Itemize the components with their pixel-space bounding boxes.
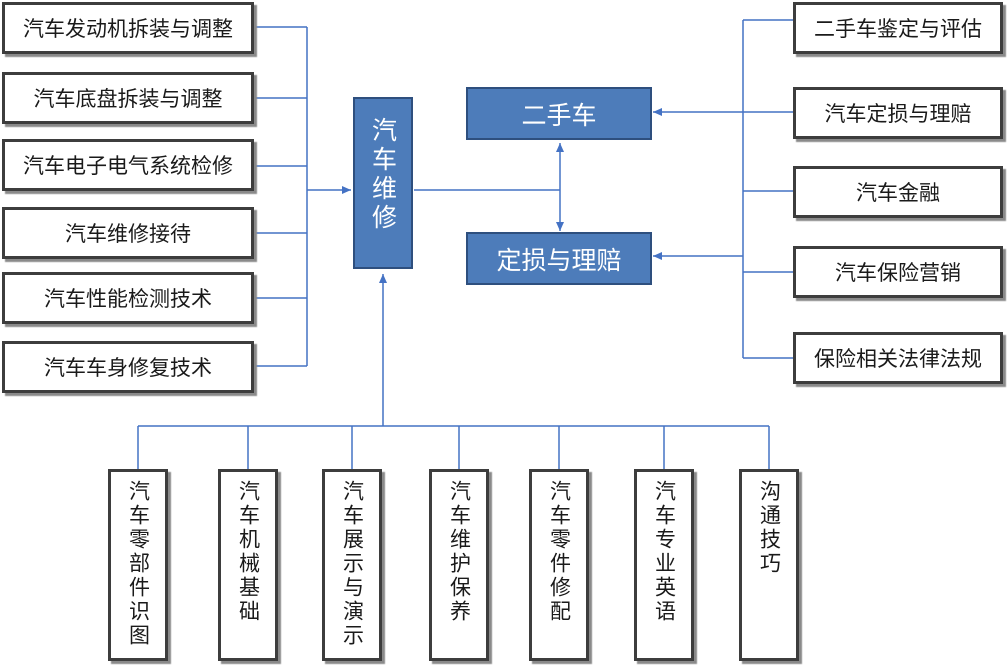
center-node: 汽车维修 [353,97,413,269]
bottom-item-label: 汽车机械基础 [236,480,261,624]
right-item: 汽车金融 [793,166,1003,218]
bottom-item: 汽车展示与演示 [322,469,382,661]
right-item: 保险相关法律法规 [793,332,1003,384]
right-item: 汽车保险营销 [793,246,1003,298]
right-item-label: 汽车定损与理赔 [824,102,972,126]
bottom-item-label: 汽车维护保养 [447,480,472,624]
left-item-label: 汽车电子电气系统检修 [23,154,233,178]
center-node-label: 汽车维修 [368,117,398,233]
bottom-item-label: 汽车零件修配 [547,480,572,624]
bottom-item: 汽车零部件识图 [108,469,168,661]
right-item-label: 二手车鉴定与评估 [814,17,982,41]
right-item-label: 汽车金融 [856,181,940,205]
bottom-item-label: 汽车展示与演示 [340,480,365,648]
left-item: 汽车车身修复技术 [2,341,254,393]
left-item: 汽车电子电气系统检修 [2,139,254,191]
claims-node: 定损与理赔 [466,232,652,285]
used-car-label: 二手车 [521,100,597,130]
left-item-label: 汽车维修接待 [65,222,191,246]
right-item: 二手车鉴定与评估 [793,2,1003,54]
claims-label: 定损与理赔 [496,245,622,275]
bottom-item-label: 汽车专业英语 [652,480,677,624]
bottom-item-label: 汽车零部件识图 [126,480,151,648]
right-item-label: 保险相关法律法规 [814,347,982,371]
right-item-label: 汽车保险营销 [835,261,961,285]
left-item: 汽车底盘拆装与调整 [2,72,254,124]
left-item-label: 汽车底盘拆装与调整 [33,87,223,111]
left-item-label: 汽车车身修复技术 [44,356,212,380]
bottom-item: 汽车专业英语 [634,469,694,661]
bottom-item: 沟通技巧 [739,469,799,661]
right-item: 汽车定损与理赔 [793,87,1003,139]
bottom-item: 汽车维护保养 [429,469,489,661]
used-car-node: 二手车 [466,87,652,140]
left-item: 汽车性能检测技术 [2,272,254,324]
bottom-item: 汽车零件修配 [529,469,589,661]
left-item-label: 汽车性能检测技术 [44,287,212,311]
left-item: 汽车维修接待 [2,207,254,259]
bottom-item-label: 沟通技巧 [757,480,782,576]
left-item-label: 汽车发动机拆装与调整 [23,17,233,41]
bottom-item: 汽车机械基础 [218,469,278,661]
left-item: 汽车发动机拆装与调整 [2,2,254,54]
